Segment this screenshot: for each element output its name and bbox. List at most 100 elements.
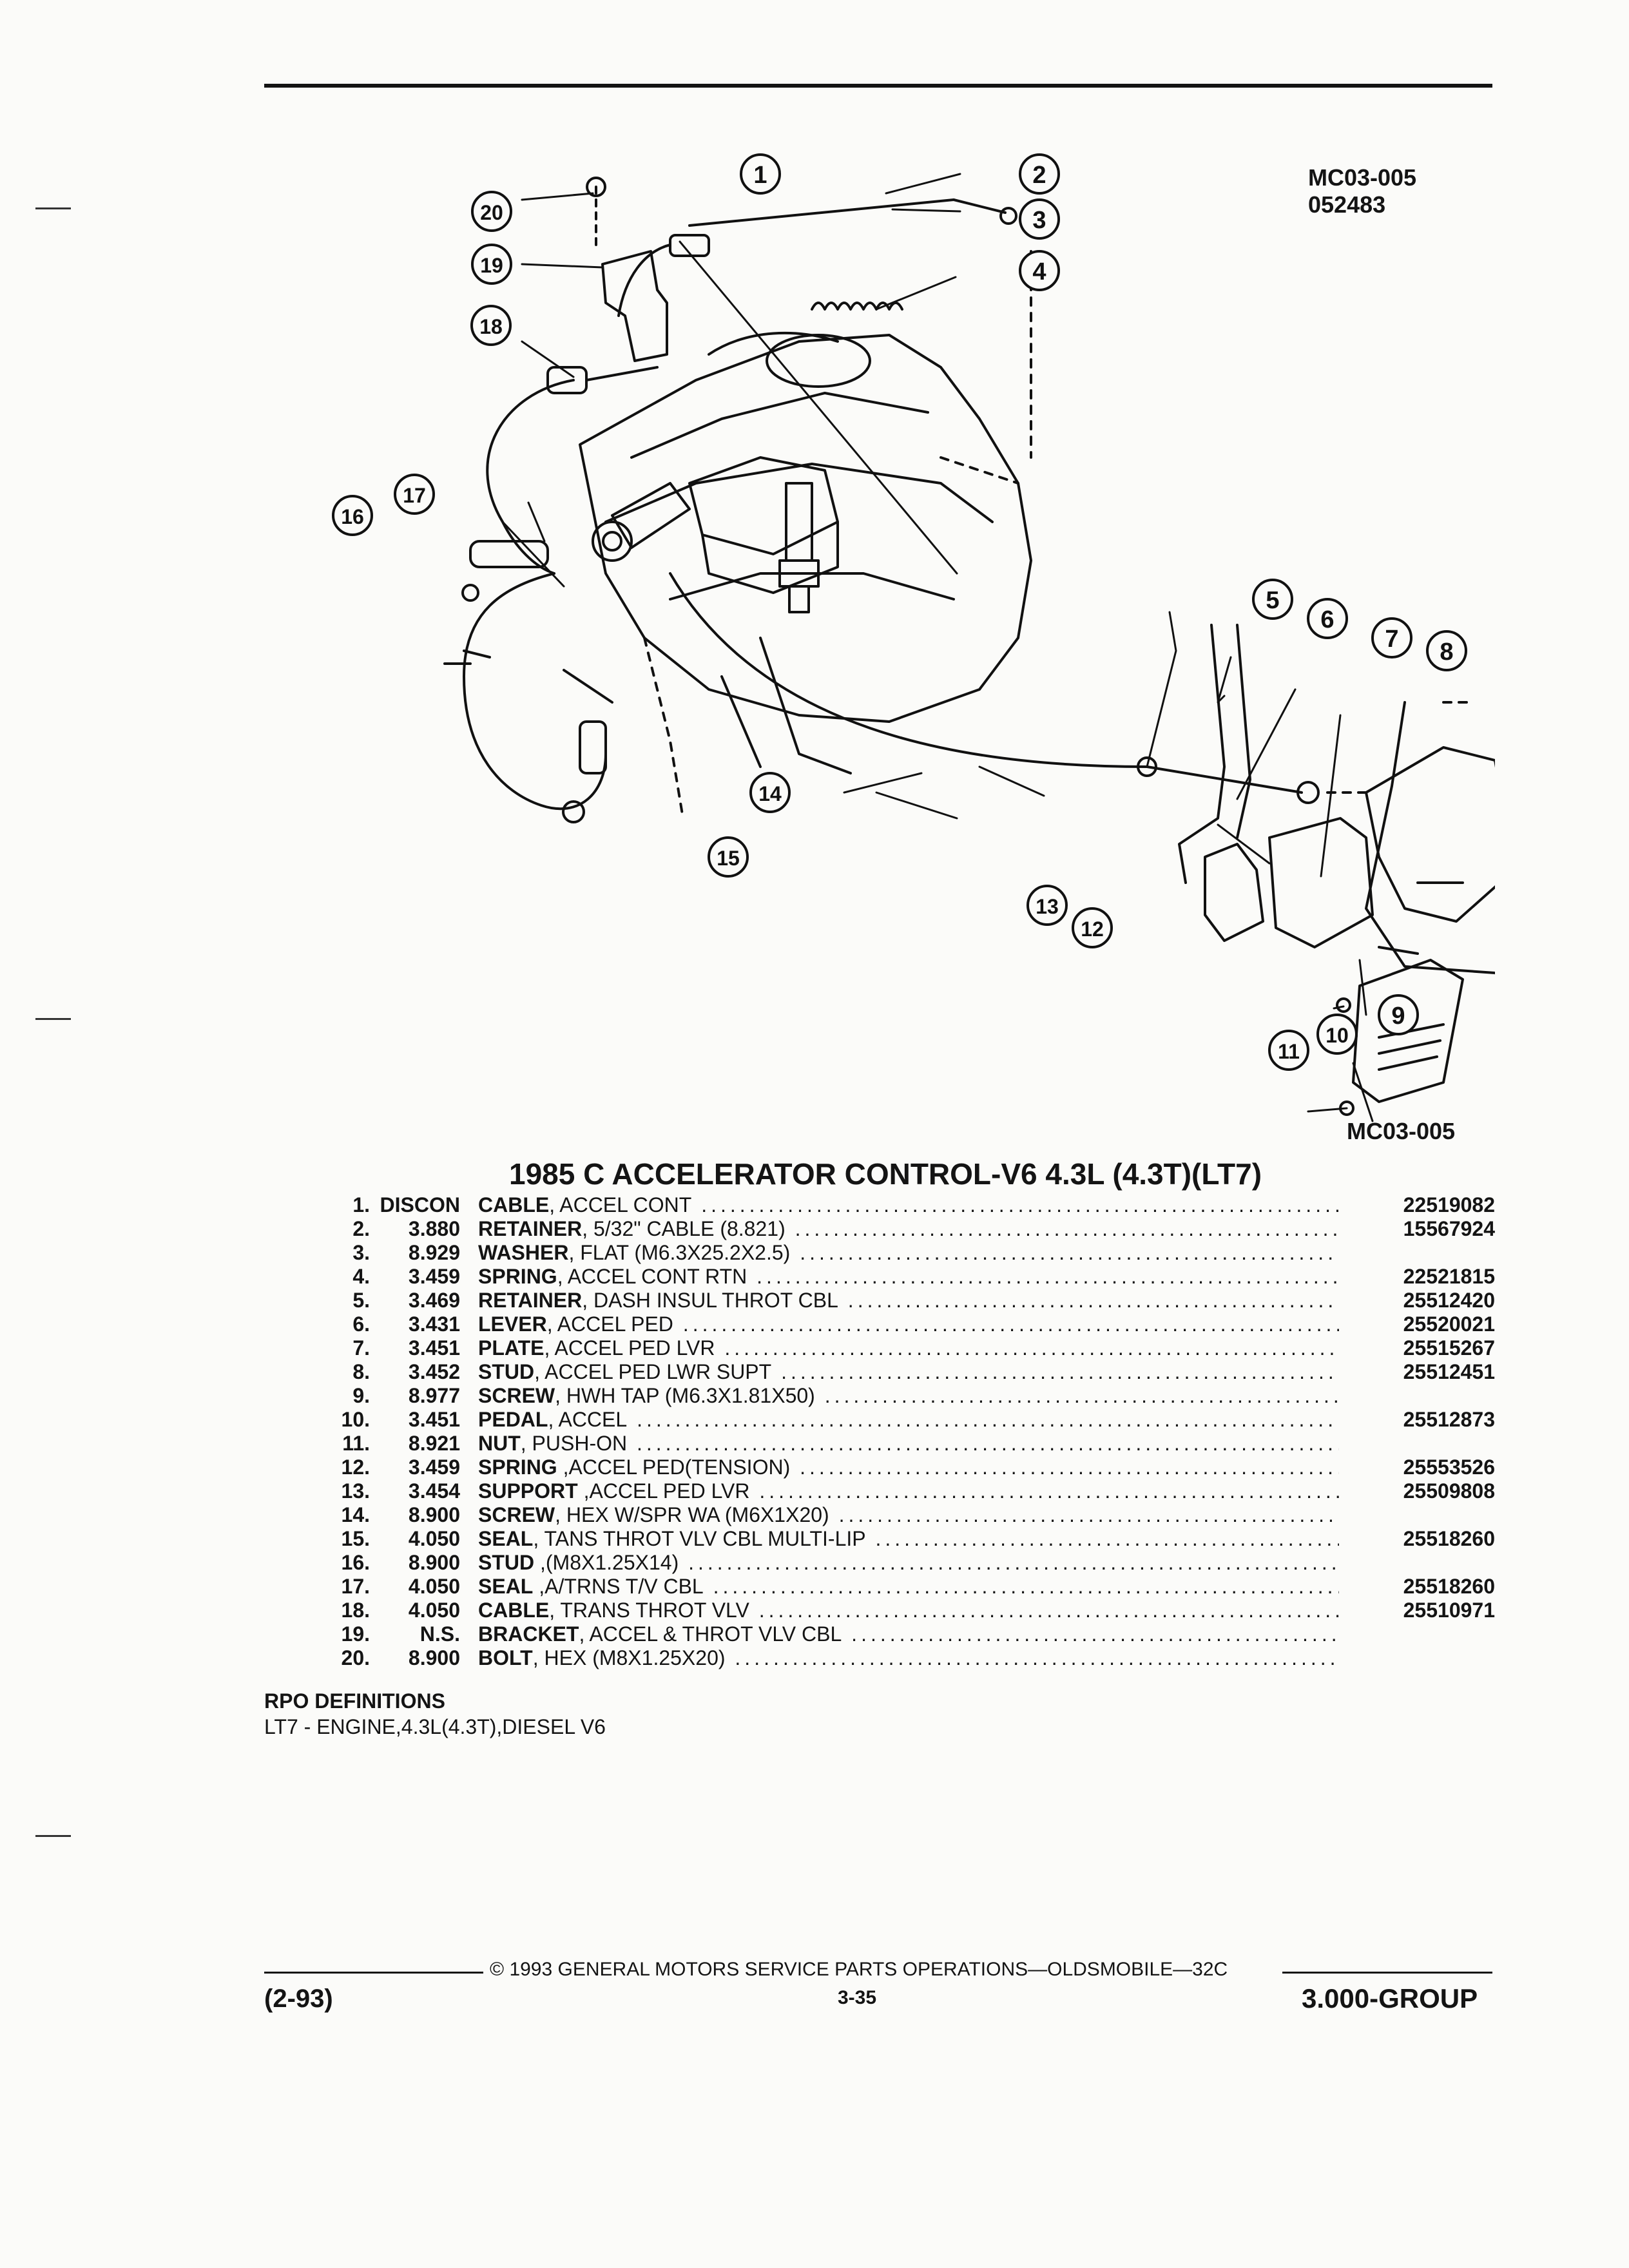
part-description: STUD, ACCEL PED LWR SUPT ...............…: [478, 1360, 1339, 1384]
part-detail: , 5/32" CABLE (8.821): [582, 1217, 786, 1240]
leader-dots: ........................................…: [800, 1456, 1339, 1479]
rpo-title: RPO DEFINITIONS: [264, 1689, 445, 1713]
part-detail: , FLAT (M6.3X25.2X2.5): [568, 1241, 791, 1264]
leader-dots: ........................................…: [682, 1312, 1339, 1336]
accel-cable: [617, 198, 1017, 317]
rpo-definitions: RPO DEFINITIONS LT7 - ENGINE,4.3L(4.3T),…: [264, 1688, 606, 1740]
parts-row: 3. 8.929 WASHER, FLAT (M6.3X25.2X2.5) ....…: [303, 1241, 1495, 1265]
svg-text:18: 18: [479, 315, 503, 338]
part-number: 25512420: [1403, 1289, 1495, 1312]
leader-dots: ........................................…: [688, 1551, 1339, 1574]
part-detail: , HEX W/SPR WA (M6X1X20): [555, 1503, 829, 1526]
part-number: 25515267: [1403, 1336, 1495, 1360]
callout-bubbles: 1 2 3 4 5 6 7 8 9 10 11 12 13 14 15 16 1…: [332, 153, 1467, 1071]
leader-dots: ........................................…: [838, 1503, 1339, 1526]
part-group: 8.900: [408, 1551, 460, 1574]
callout-14: 14: [749, 772, 791, 813]
svg-text:1: 1: [753, 162, 767, 189]
part-description: WASHER, FLAT (M6.3X25.2X2.5) ...........…: [478, 1241, 1339, 1265]
part-group: 8.929: [408, 1241, 460, 1264]
part-number: 25510971: [1403, 1599, 1495, 1622]
revision-date: (2-93): [264, 1984, 333, 2013]
part-number: 25509808: [1403, 1479, 1495, 1503]
part-number-index: 5.: [352, 1289, 370, 1312]
page-number: 3-35: [838, 1987, 877, 2008]
page-title: 1985 C ACCELERATOR CONTROL-V6 4.3L (4.3T…: [509, 1157, 1262, 1191]
part-description: RETAINER, 5/32" CABLE (8.821) ..........…: [478, 1217, 1339, 1241]
part-name: WASHER: [478, 1241, 569, 1264]
part-number-index: 16.: [341, 1551, 370, 1574]
part-number-index: 3.: [352, 1241, 370, 1264]
part-name: CABLE: [478, 1599, 550, 1622]
leader-dots: ........................................…: [759, 1479, 1339, 1503]
part-description: RETAINER, DASH INSUL THROT CBL .........…: [478, 1289, 1339, 1312]
callout-8: 8: [1426, 630, 1467, 671]
svg-text:11: 11: [1278, 1040, 1300, 1063]
part-name: BRACKET: [478, 1622, 579, 1646]
svg-text:8: 8: [1440, 639, 1453, 666]
svg-text:20: 20: [480, 201, 503, 224]
part-group: 3.451: [408, 1408, 460, 1431]
leader-dots: ........................................…: [851, 1622, 1339, 1646]
svg-text:7: 7: [1385, 626, 1398, 653]
callout-13: 13: [1027, 885, 1068, 926]
part-group: 3.880: [408, 1217, 460, 1240]
part-group: 3.454: [408, 1479, 460, 1503]
part-detail: ,ACCEL PED(TENSION): [557, 1456, 791, 1479]
leader-dots: ........................................…: [735, 1646, 1339, 1669]
part-description: SCREW, HEX W/SPR WA (M6X1X20) ..........…: [478, 1503, 1339, 1527]
part-number-index: 6.: [352, 1312, 370, 1336]
part-name: PLATE: [478, 1336, 545, 1360]
callout-18: 18: [470, 305, 512, 346]
part-name: BOLT: [478, 1646, 533, 1669]
leader-dots: ........................................…: [701, 1193, 1339, 1216]
part-detail: , ACCEL PED LWR SUPT: [534, 1360, 772, 1383]
part-number: 25512873: [1403, 1408, 1495, 1431]
part-detail: , PUSH-ON: [520, 1432, 628, 1455]
figure-code-top: MC03-005: [1308, 164, 1417, 191]
part-description: BOLT, HEX (M8X1.25X20) .................…: [478, 1646, 1339, 1670]
leader-dots: ........................................…: [800, 1241, 1339, 1264]
part-group: N.S.: [419, 1622, 460, 1646]
part-group: 4.050: [408, 1575, 460, 1598]
part-detail: , ACCEL PED: [546, 1312, 673, 1336]
part-number: 15567924: [1403, 1217, 1495, 1240]
svg-text:19: 19: [480, 254, 503, 277]
svg-text:10: 10: [1325, 1024, 1349, 1047]
leader-dots: ........................................…: [724, 1336, 1339, 1360]
callout-19: 19: [471, 244, 512, 285]
leader-dots: ........................................…: [758, 1599, 1339, 1622]
part-group: 4.050: [408, 1527, 460, 1550]
figure-code-bottom: MC03-005: [1347, 1118, 1456, 1144]
hardware-parts: [443, 584, 1464, 1116]
callout-15: 15: [708, 836, 749, 878]
part-number-index: 7.: [352, 1336, 370, 1360]
margin-mark: [35, 207, 71, 209]
part-detail: , ACCEL & THROT VLV CBL: [579, 1622, 842, 1646]
part-detail: , HEX (M8X1.25X20): [532, 1646, 726, 1669]
part-group: 3.459: [408, 1265, 460, 1288]
part-number: 25520021: [1403, 1312, 1495, 1336]
part-group: 8.900: [408, 1646, 460, 1669]
part-detail: , ACCEL CONT: [549, 1193, 692, 1216]
part-number-index: 2.: [352, 1217, 370, 1240]
callout-20: 20: [471, 191, 512, 232]
part-description: PEDAL, ACCEL ...........................…: [478, 1408, 1339, 1432]
footer-rule-right: [1282, 1972, 1492, 1974]
part-number-index: 19.: [341, 1622, 370, 1646]
part-description: LEVER, ACCEL PED .......................…: [478, 1312, 1339, 1336]
part-number-index: 11.: [342, 1432, 370, 1455]
part-group: 3.459: [408, 1456, 460, 1479]
part-detail: , DASH INSUL THROT CBL: [582, 1289, 838, 1312]
svg-text:17: 17: [403, 484, 426, 507]
footer-rule-left: [264, 1972, 483, 1974]
part-group: 8.977: [408, 1384, 460, 1407]
